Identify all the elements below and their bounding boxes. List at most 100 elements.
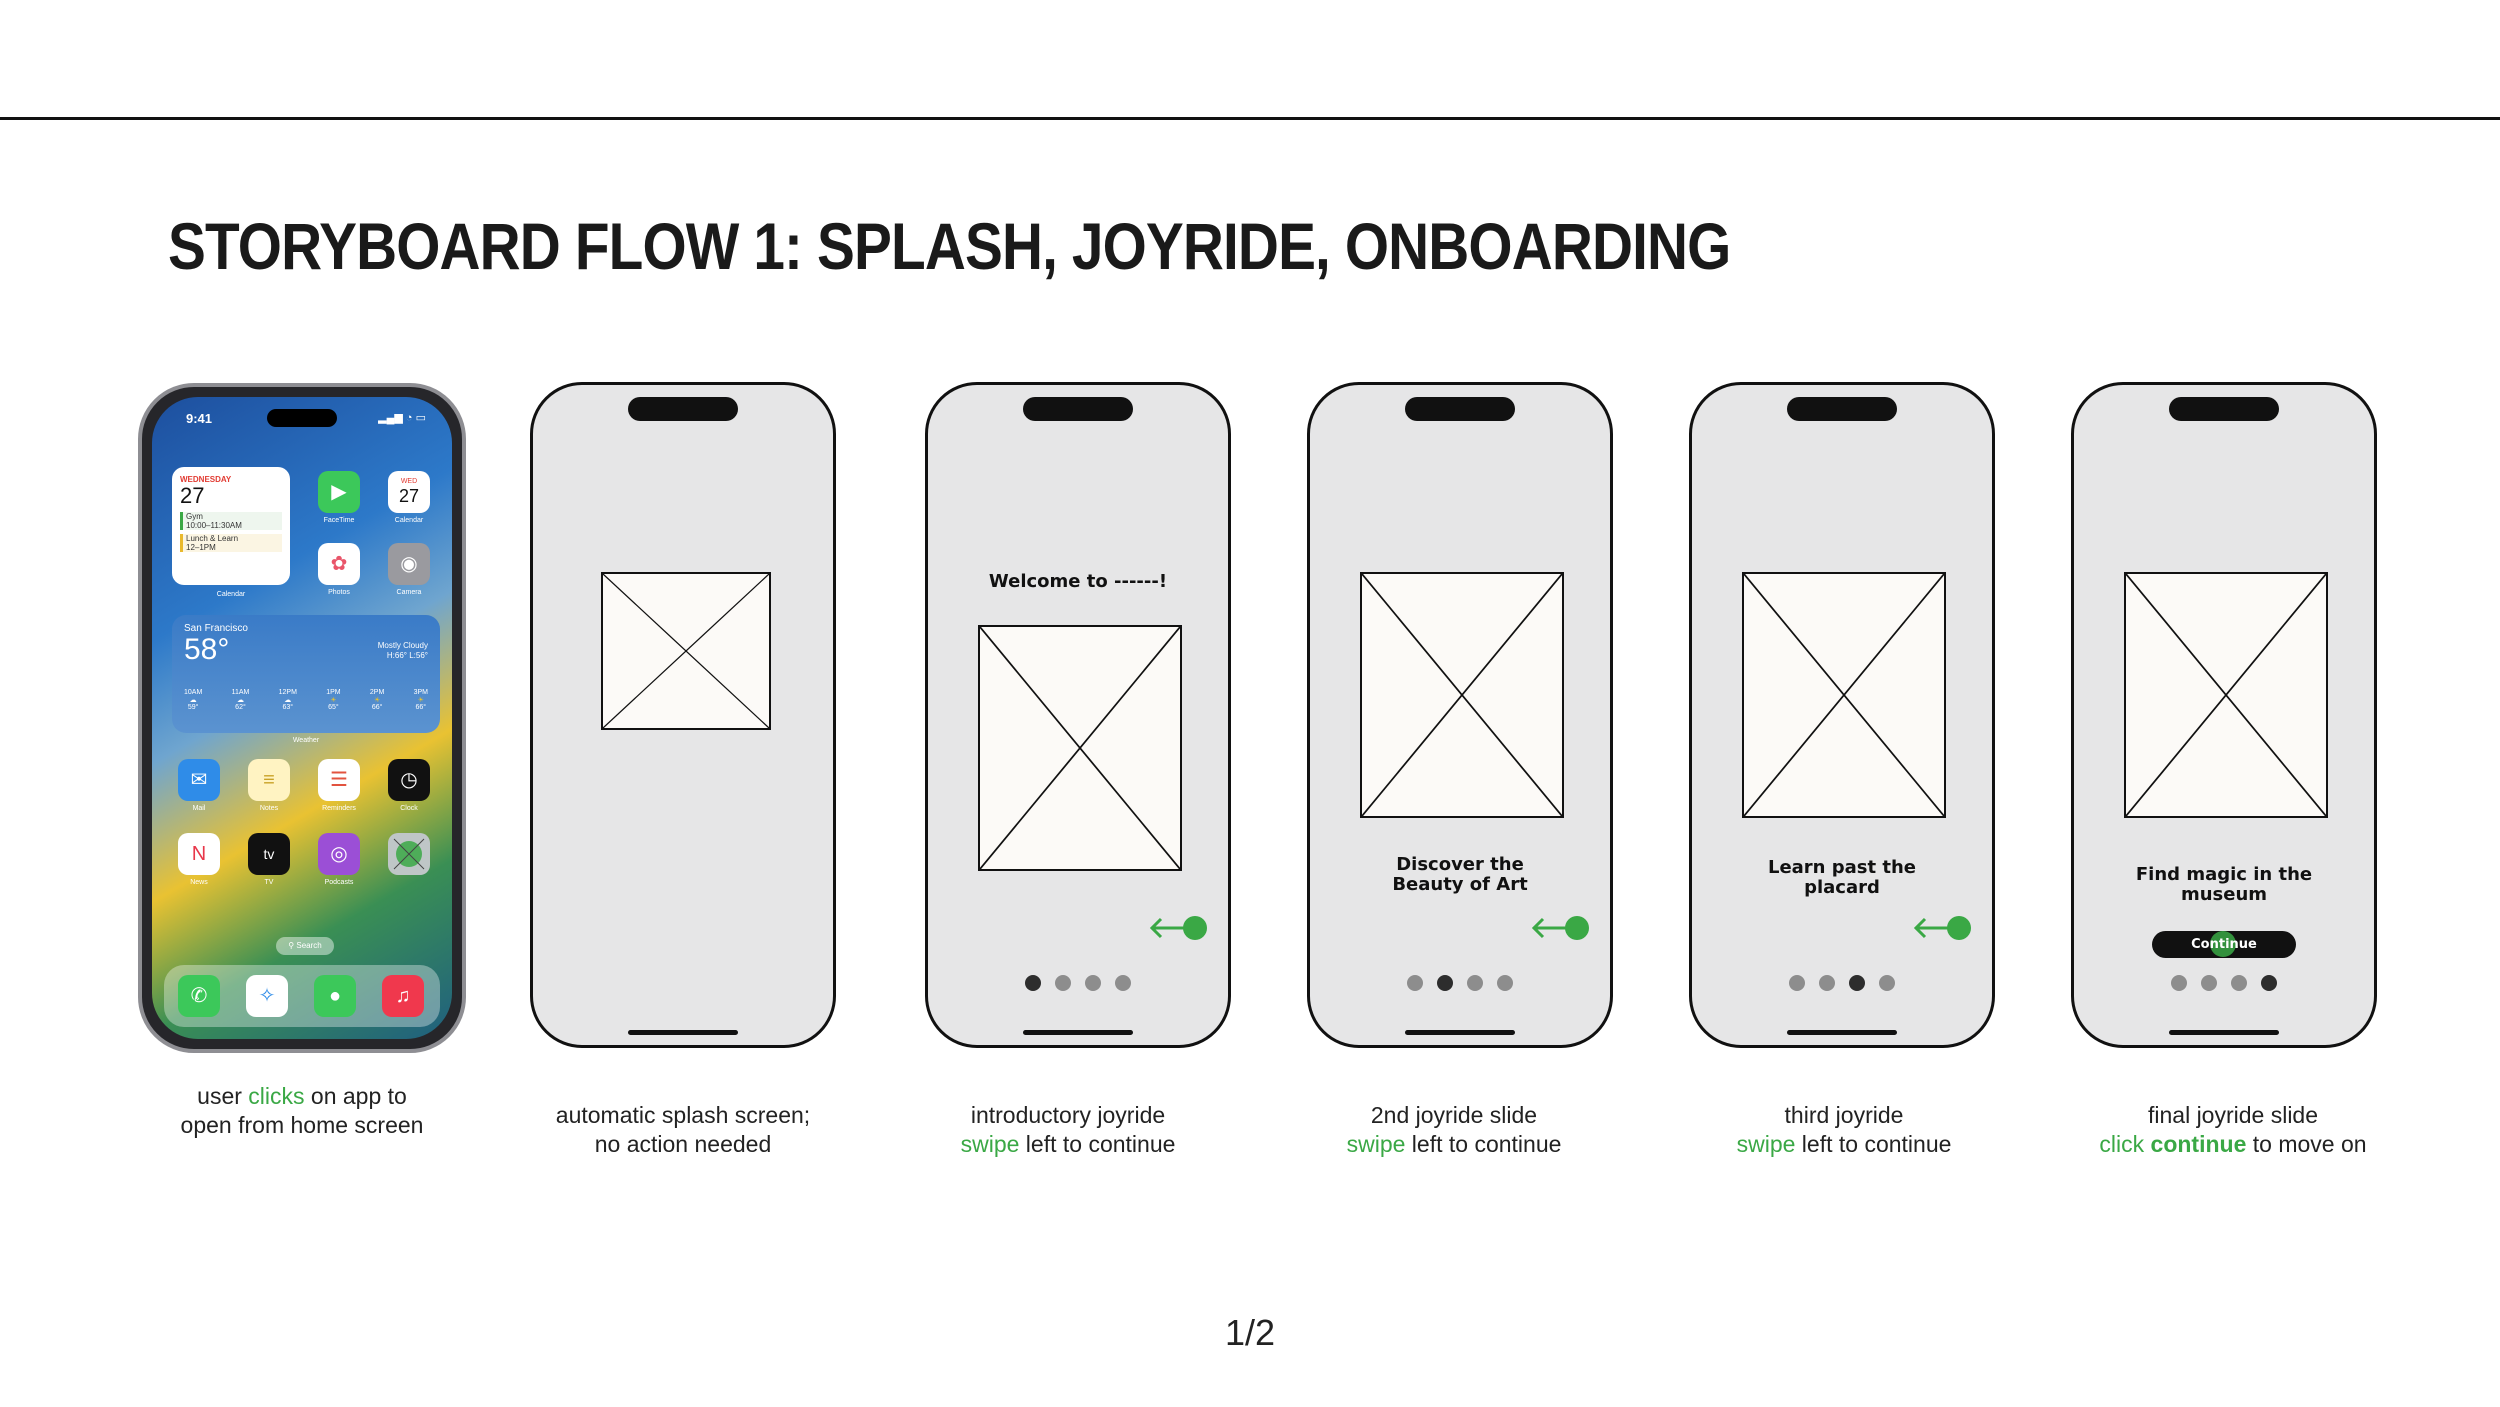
caption-joyride-4: final joyride slide click continue to mo… <box>2023 1101 2443 1159</box>
phone-notch <box>2169 397 2279 421</box>
event-title: Gym <box>186 512 203 521</box>
swipe-left-arrow-icon[interactable] <box>1912 915 1972 941</box>
caption-line: click continue to move on <box>2023 1130 2443 1159</box>
phone-notch <box>628 397 738 421</box>
caption-line: swipe left to continue <box>1634 1130 2054 1159</box>
caption-text: on app to <box>304 1083 407 1109</box>
caption-line: open from home screen <box>180 1112 424 1138</box>
phone-icon[interactable]: ✆ <box>178 975 220 1017</box>
tapped-app-icon[interactable] <box>388 833 430 875</box>
calendar-widget-date: 27 <box>180 483 205 508</box>
mail-icon[interactable]: ✉ <box>178 759 220 801</box>
event-time: 12–1PM <box>186 543 216 552</box>
page-dot <box>1025 975 1041 991</box>
calendar-widget-label: Calendar <box>216 591 246 598</box>
image-placeholder <box>2124 572 2328 818</box>
caption-action: click <box>2099 1131 2145 1157</box>
continue-button[interactable]: Continue <box>2152 931 2296 958</box>
messages-icon[interactable]: ● <box>314 975 356 1017</box>
podcasts-icon[interactable]: ◎ <box>318 833 360 875</box>
notes-icon[interactable]: ≡ <box>248 759 290 801</box>
page-dot <box>1819 975 1835 991</box>
hour-temp: 63° <box>282 704 294 711</box>
app-label: Clock <box>400 805 418 812</box>
continue-button-label: Continue <box>2191 937 2257 952</box>
home-indicator <box>628 1030 738 1035</box>
safari-icon[interactable]: ✧ <box>246 975 288 1017</box>
app-label: Camera <box>396 589 422 596</box>
caption-home-screen: user clicks on app to open from home scr… <box>92 1082 512 1140</box>
slide-heading-line: Learn past the <box>1767 857 1917 878</box>
signal-battery-icon: ▂▄▆ ◔ ▭ <box>378 412 426 424</box>
splash-screen-phone <box>530 382 836 1048</box>
tv-icon[interactable]: tv <box>248 833 290 875</box>
cloud-icon: ☁ <box>236 697 244 704</box>
hour-col: 11AM☁62° <box>232 689 250 711</box>
caption-splash: automatic splash screen; no action neede… <box>473 1101 893 1159</box>
app-label: Photos <box>328 589 350 596</box>
hour-temp: 66° <box>371 704 383 711</box>
caption-action: swipe <box>960 1131 1020 1157</box>
joyride-slide-1-phone: Welcome to ------! <box>925 382 1231 1048</box>
hour-label: 3PM <box>413 689 428 696</box>
calendar-icon-date: 27 <box>398 486 420 506</box>
phone-notch <box>1787 397 1897 421</box>
pagination-dots <box>1692 975 1992 991</box>
page-dot <box>2231 975 2247 991</box>
tap-marker-icon <box>393 838 425 870</box>
slide-heading-line: Discover the <box>1396 854 1524 875</box>
swipe-left-arrow-icon[interactable] <box>1530 915 1590 941</box>
music-icon[interactable]: ♫ <box>382 975 424 1017</box>
video-camera-icon[interactable]: ▶ <box>318 471 360 513</box>
camera-icon[interactable]: ◉ <box>388 543 430 585</box>
home-indicator <box>1023 1030 1133 1035</box>
pagination-dots <box>1310 975 1610 991</box>
caption-line: user clicks on app to <box>92 1082 512 1111</box>
home-indicator <box>1405 1030 1515 1035</box>
page-dot <box>1789 975 1805 991</box>
header-rule <box>0 117 2500 120</box>
swipe-left-arrow-icon[interactable] <box>1148 915 1208 941</box>
news-icon[interactable]: N <box>178 833 220 875</box>
phone-notch <box>1405 397 1515 421</box>
caption-line: third joyride <box>1784 1102 1904 1128</box>
hour-col: 2PM☀66° <box>370 689 384 711</box>
hour-temp: 65° <box>328 704 339 711</box>
page-dot <box>1849 975 1865 991</box>
page-dot <box>2201 975 2217 991</box>
dock: ✆ ✧ ● ♫ <box>164 965 440 1027</box>
tap-marker-icon <box>2210 931 2236 957</box>
page-dot <box>1437 975 1453 991</box>
sun-icon: ☀ <box>373 697 381 704</box>
image-placeholder <box>1360 572 1564 818</box>
hour-label: 2PM <box>369 689 385 696</box>
home-indicator <box>1787 1030 1897 1035</box>
hour-label: 12PM <box>278 689 297 696</box>
dynamic-island <box>267 409 337 427</box>
caption-action: clicks <box>248 1083 305 1109</box>
photos-icon[interactable]: ✿ <box>318 543 360 585</box>
weather-cond-text: Mostly Cloudy <box>377 641 428 650</box>
reminders-icon[interactable]: ☰ <box>318 759 360 801</box>
caption-line: automatic splash screen; <box>555 1102 811 1128</box>
slide-heading: Welcome to ------! <box>988 571 1168 592</box>
page-dot <box>2261 975 2277 991</box>
search-pill[interactable]: ⚲ Search <box>276 937 334 955</box>
caption-action: swipe <box>1346 1131 1406 1157</box>
app-label: Reminders <box>322 805 356 812</box>
caption-text: left to continue <box>1405 1131 1562 1157</box>
search-label: Search <box>296 941 322 950</box>
app-label: Mail <box>192 805 206 812</box>
page-dot <box>1497 975 1513 991</box>
clock-icon[interactable]: ◷ <box>388 759 430 801</box>
caption-line: 2nd joyride slide <box>1370 1102 1538 1128</box>
page-title: STORYBOARD FLOW 1: SPLASH, JOYRIDE, ONBO… <box>168 209 1731 283</box>
event-title: Lunch & Learn <box>186 534 239 543</box>
